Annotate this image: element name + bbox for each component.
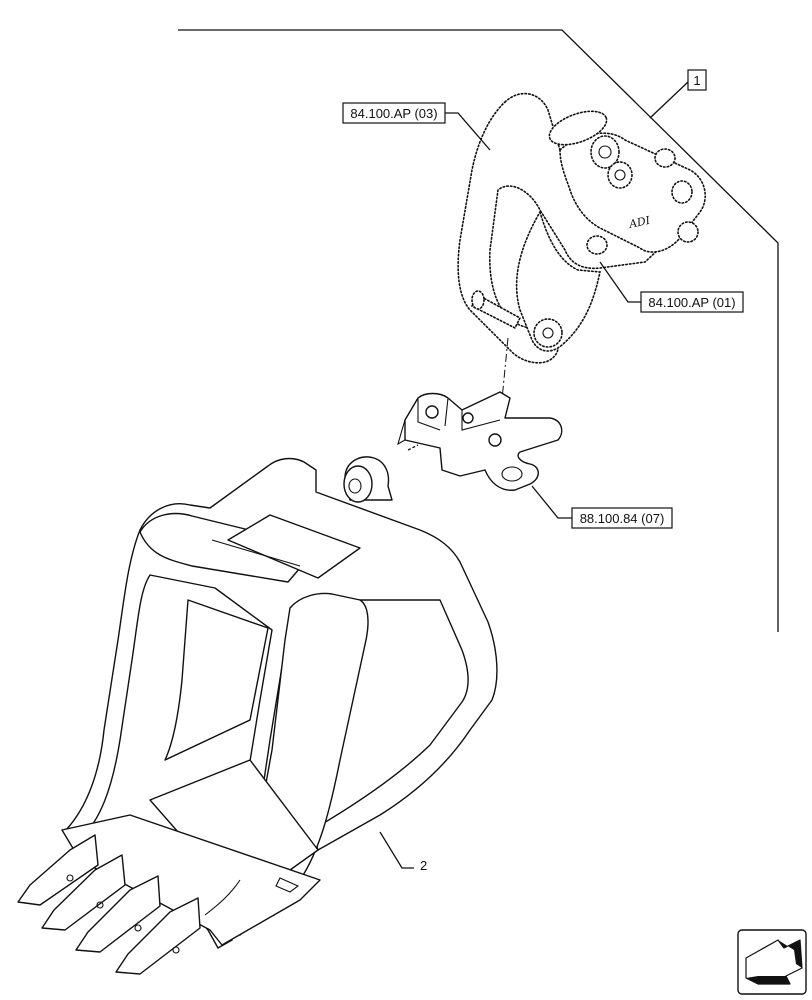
callout-adapter-label: 88.100.84 (07) — [580, 511, 665, 526]
adapter-bracket — [397, 391, 563, 491]
callout-adapter[interactable]: 88.100.84 (07) — [531, 485, 673, 529]
navigation-arrow-icon[interactable] — [737, 929, 807, 995]
assembly-bracket — [178, 29, 779, 632]
coupler-logo: ADI — [627, 214, 652, 231]
callout-coupler-pin[interactable]: 84.100.AP (01) — [599, 261, 744, 313]
callout-1[interactable]: 1 — [687, 69, 707, 91]
callout-coupler-arm[interactable]: 84.100.AP (03) — [342, 102, 491, 151]
bucket — [17, 456, 498, 975]
callout-2-label: 2 — [420, 858, 427, 873]
callout-coupler-arm-label: 84.100.AP (03) — [350, 106, 437, 121]
callout-1-label: 1 — [693, 73, 700, 88]
callout-2[interactable]: 2 — [379, 831, 427, 873]
callout-coupler-pin-label: 84.100.AP (01) — [648, 295, 735, 310]
quick-coupler: ADI — [457, 92, 706, 364]
